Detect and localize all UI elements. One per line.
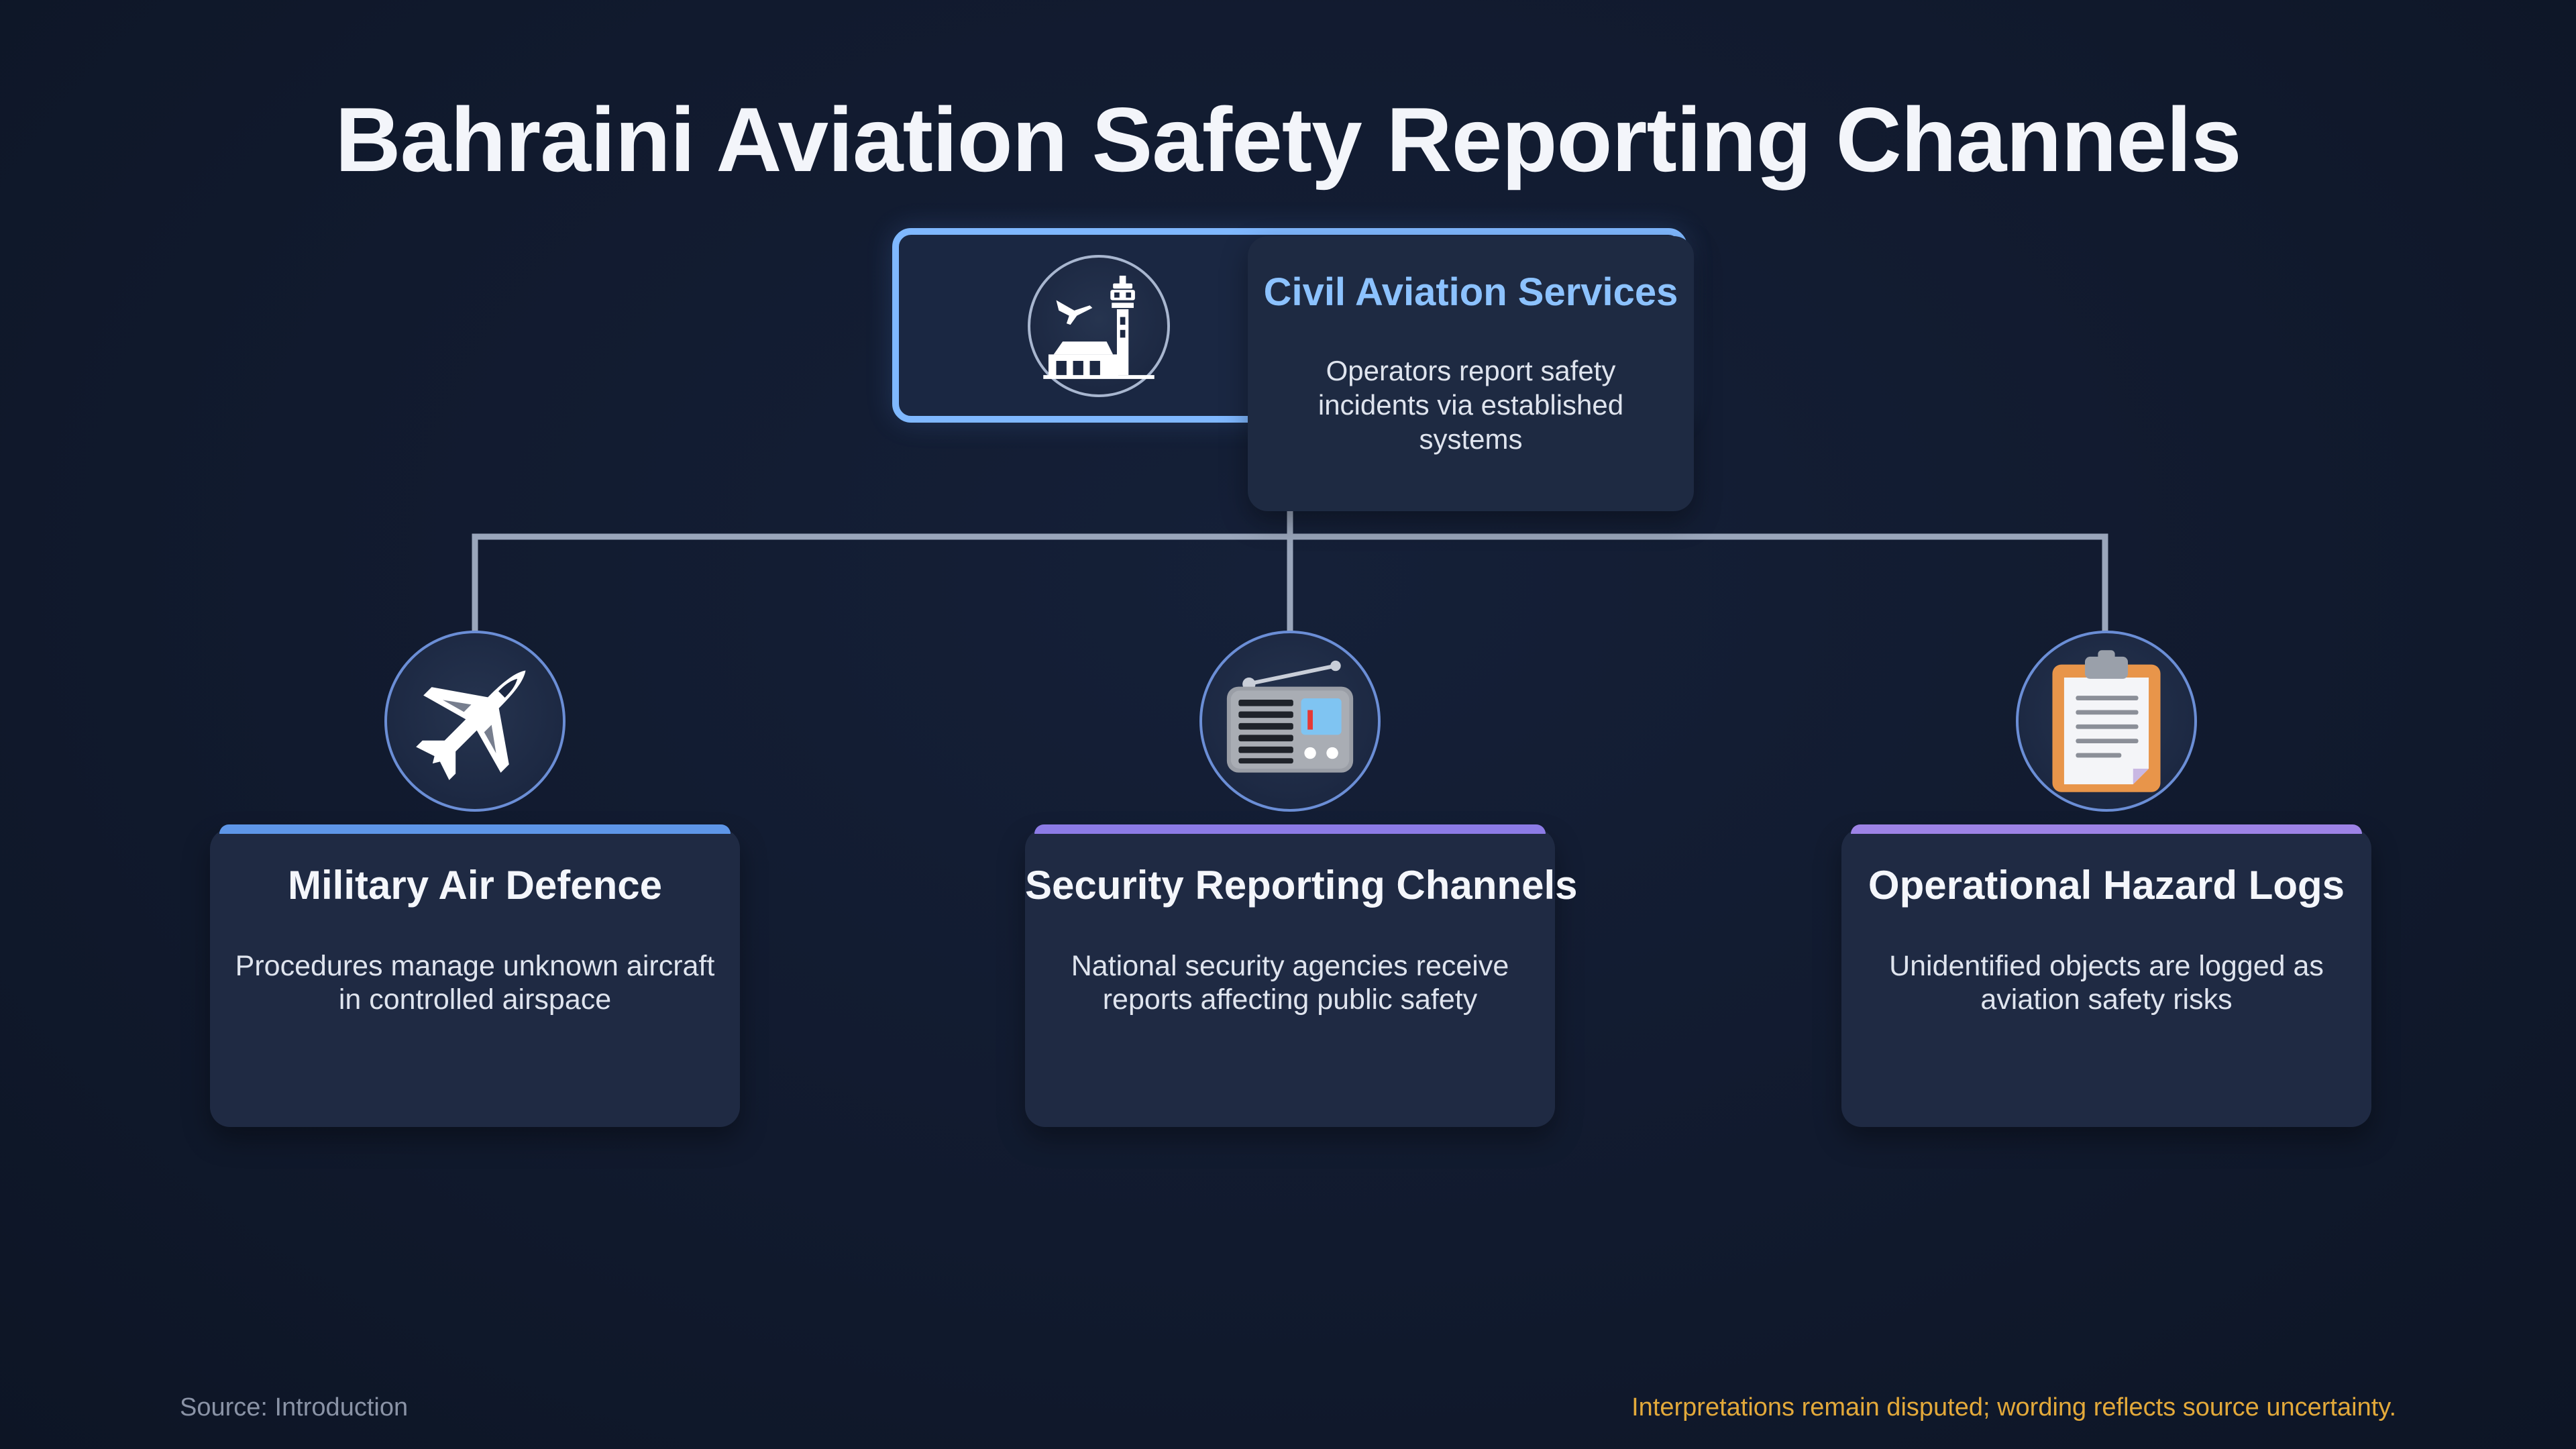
clipboard-icon	[2016, 631, 2197, 812]
card-accent-bar	[1034, 824, 1546, 834]
airport-tower-icon	[1028, 255, 1170, 397]
child-node-description: National security agencies receive repor…	[1071, 950, 1509, 1016]
child-node-title: Security Reporting Channels	[1025, 863, 1578, 908]
uncertainty-note: Interpretations remain disputed; wording…	[1631, 1393, 2396, 1421]
card-accent-bar	[1851, 824, 2362, 834]
child-node-security-reporting-channels: Security Reporting Channels National sec…	[1025, 824, 1578, 1127]
root-node-panel: Civil Aviation Services Operators report…	[1248, 236, 1694, 511]
diagram-title: Bahraini Aviation Safety Reporting Chann…	[335, 89, 2241, 191]
child-node-title: Operational Hazard Logs	[1868, 863, 2345, 908]
child-node-description: Procedures manage unknown aircraft in co…	[235, 950, 715, 1016]
root-node-description: Operators report safety incidents via es…	[1318, 355, 1624, 455]
child-node-operational-hazard-logs: Operational Hazard Logs Unidentified obj…	[1841, 824, 2371, 1127]
fighter-jet-icon	[384, 631, 566, 812]
card-accent-bar	[219, 824, 731, 834]
child-node-title: Military Air Defence	[288, 863, 662, 908]
child-node-description: Unidentified objects are logged as aviat…	[1889, 950, 2324, 1016]
radio-icon	[1199, 631, 1381, 812]
child-node-military-air-defence: Military Air Defence Procedures manage u…	[210, 824, 740, 1127]
source-note: Source: Introduction	[180, 1393, 409, 1421]
root-node-title: Civil Aviation Services	[1263, 270, 1678, 314]
